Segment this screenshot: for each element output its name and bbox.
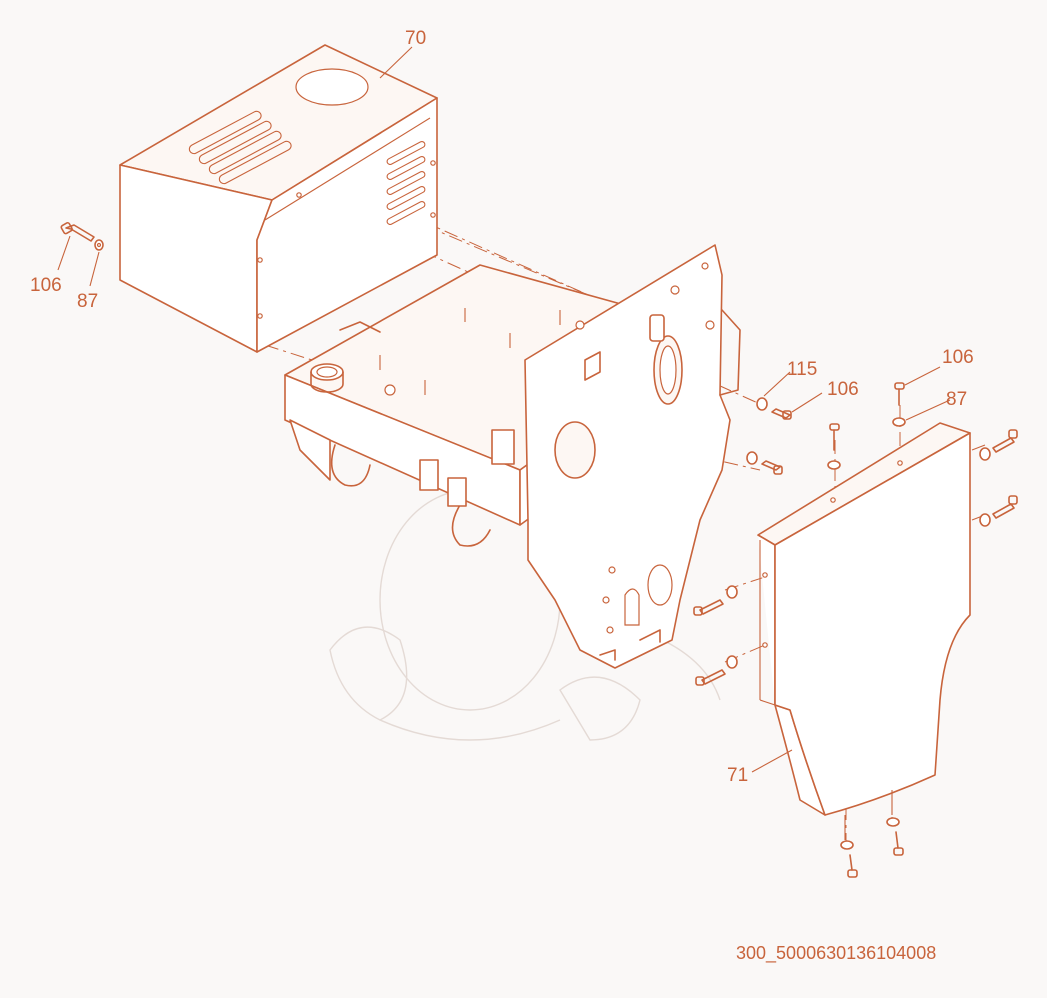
middle-fasteners	[746, 397, 792, 475]
part-70-top-cover	[119, 44, 438, 353]
callout-106-right: 106	[942, 347, 974, 368]
callout-leaders	[57, 46, 951, 773]
bottom-bolts-and-washers	[840, 817, 904, 878]
side-bolts-left	[693, 585, 738, 686]
callout-71: 71	[727, 765, 749, 786]
drawing-code: 300_5000630136104008	[736, 943, 937, 963]
callout-87-right: 87	[946, 389, 968, 410]
callout-115: 115	[787, 359, 818, 380]
side-bolts-right	[979, 429, 1018, 527]
top-bolts-and-washers	[827, 382, 906, 470]
callout-106-left: 106	[30, 275, 62, 296]
part-71-side-cover	[757, 422, 971, 840]
rear-mounting-plate	[491, 244, 741, 669]
callout-70: 70	[405, 28, 427, 49]
left-bolt-and-washer	[60, 221, 104, 251]
callout-87-left: 87	[77, 291, 99, 312]
callout-106-mid: 106	[827, 379, 859, 400]
